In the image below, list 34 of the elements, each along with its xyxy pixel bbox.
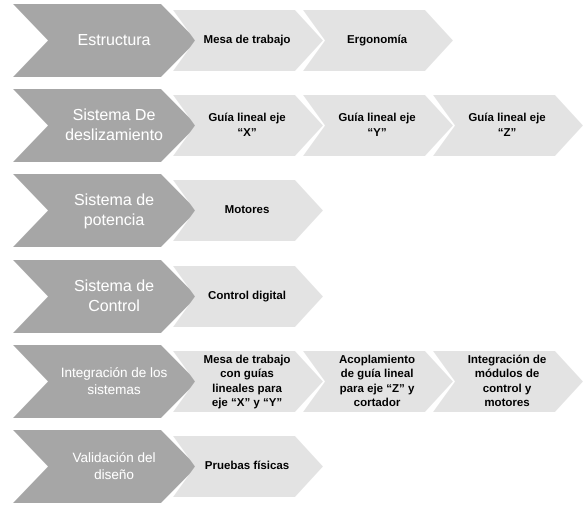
phase-title: Sistema de Control [72,277,156,316]
task-text: Pruebas físicas [204,459,290,474]
phase-block [13,430,197,503]
task-text: Ergonomía [346,33,408,48]
task-text: Guía lineal eje “Y” [337,111,417,140]
task-text: Control digital [208,289,286,304]
task-text: Integración de módulos de control y motores [466,352,548,410]
phase-title: Integración de los sistemas [60,365,168,398]
task-text: Mesa de trabajo [204,33,290,48]
task-text: Guía lineal eje “Z” [467,111,547,140]
task-text: Motores [224,203,270,218]
task-text: Guía lineal eje “X” [207,111,287,140]
phase-block [13,4,197,77]
task-block [303,95,453,156]
task-block [173,351,323,412]
task-block [433,95,583,156]
phase-title: Sistema De deslizamiento [65,106,163,145]
task-block [173,266,323,327]
task-block [433,351,583,412]
phase-block [13,174,197,247]
task-block [303,10,453,71]
phase-block [13,345,197,418]
task-text: Acoplamiento de guía lineal para eje “Z” y cortador [338,352,416,410]
task-block [173,180,323,241]
phase-title: Estructura [78,30,150,50]
task-block [173,95,323,156]
phase-block [13,89,197,162]
task-block [173,10,323,71]
phase-title: Sistema de potencia [72,191,156,230]
task-block [303,351,453,412]
phase-title: Validación del diseño [71,450,157,483]
phase-block [13,260,197,333]
task-block [173,436,323,497]
task-text: Mesa de trabajo con guías lineales para eje “X” y “Y” [203,352,291,410]
